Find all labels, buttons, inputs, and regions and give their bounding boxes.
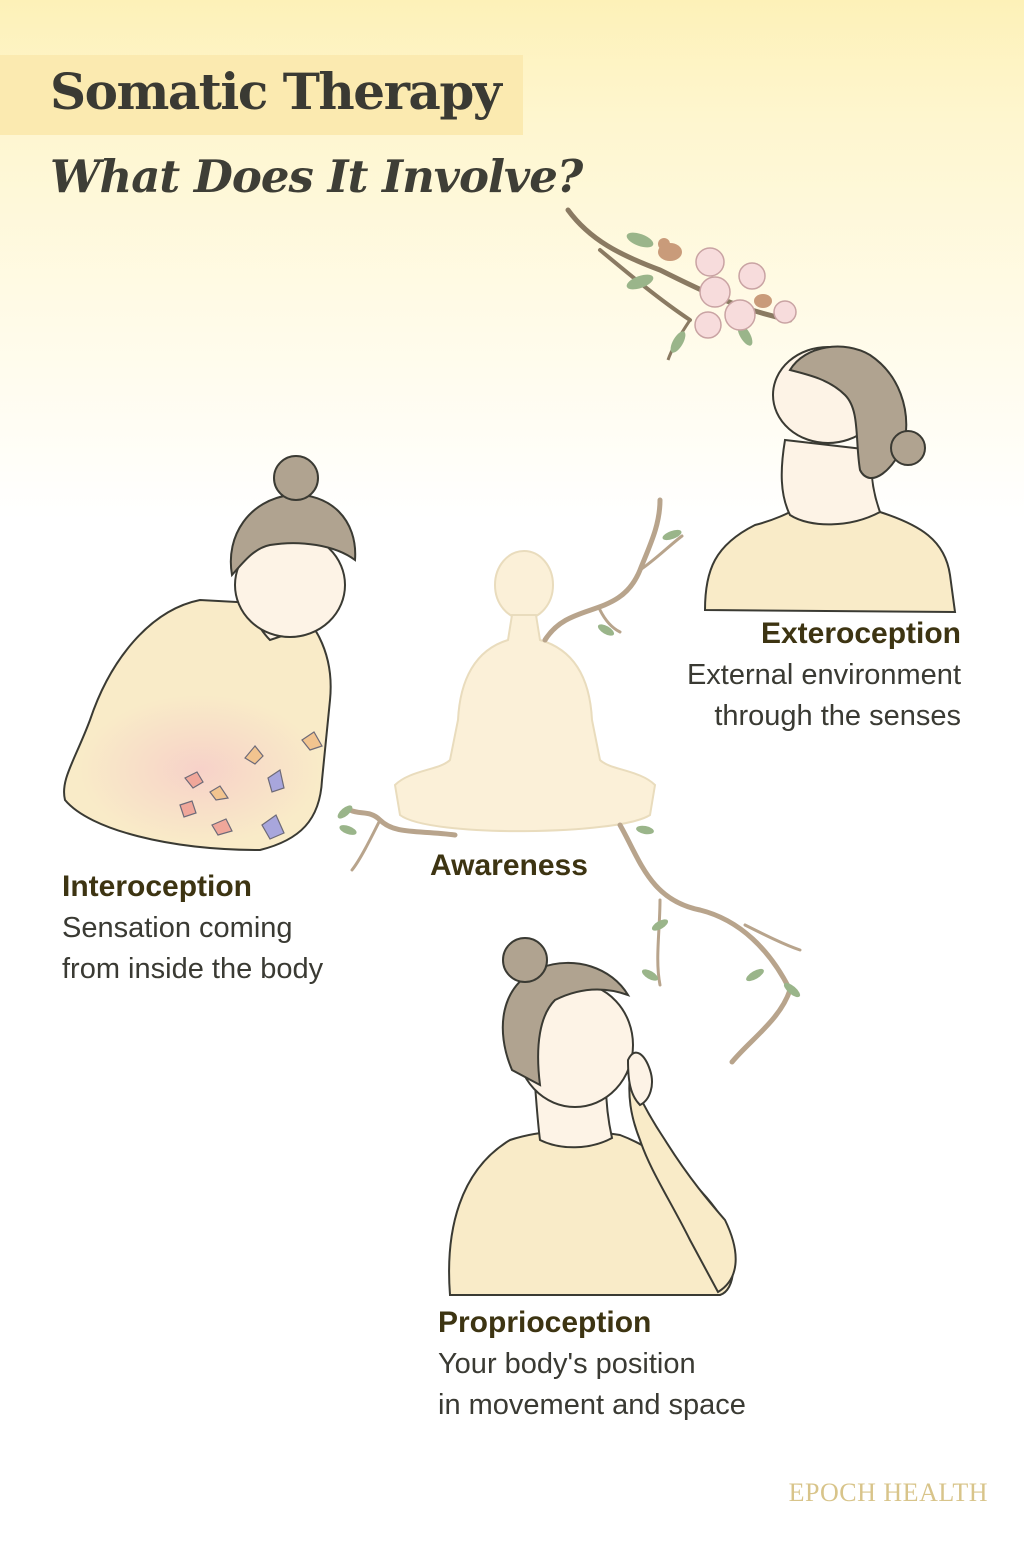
- proprioception-figure: [448, 937, 737, 1296]
- interoception-line-1: Sensation coming: [62, 912, 293, 944]
- exteroception-figure: [703, 345, 957, 614]
- interoception-title: Interoception: [62, 870, 253, 903]
- interoception-figure: [63, 455, 357, 852]
- brand-logo: EPOCH HEALTH: [788, 1478, 988, 1507]
- exteroception-line-1: External environment: [686, 659, 961, 691]
- branch-upper: [542, 497, 684, 643]
- title-band: [0, 55, 523, 135]
- branch-leaves: [337, 529, 801, 998]
- exteroception-title: Exteroception: [760, 617, 961, 650]
- page-subtitle: What Does It Involve?: [50, 150, 583, 203]
- branch-left: [347, 807, 458, 872]
- proprioception-title: Proprioception: [438, 1306, 652, 1339]
- meditating-silhouette: [393, 550, 657, 833]
- bird-icon: [658, 238, 772, 308]
- blossom-branch: [565, 207, 797, 361]
- proprioception-line-1: Your body's position: [438, 1348, 696, 1380]
- exteroception-line-2: through the senses: [714, 700, 961, 732]
- interoception-line-2: from inside the body: [62, 953, 324, 985]
- branch-lower: [617, 822, 802, 1065]
- butterfly-icon: [179, 731, 323, 840]
- page-title: Somatic Therapy: [50, 62, 502, 121]
- proprioception-line-2: in movement and space: [438, 1389, 746, 1421]
- awareness-label: Awareness: [430, 849, 588, 882]
